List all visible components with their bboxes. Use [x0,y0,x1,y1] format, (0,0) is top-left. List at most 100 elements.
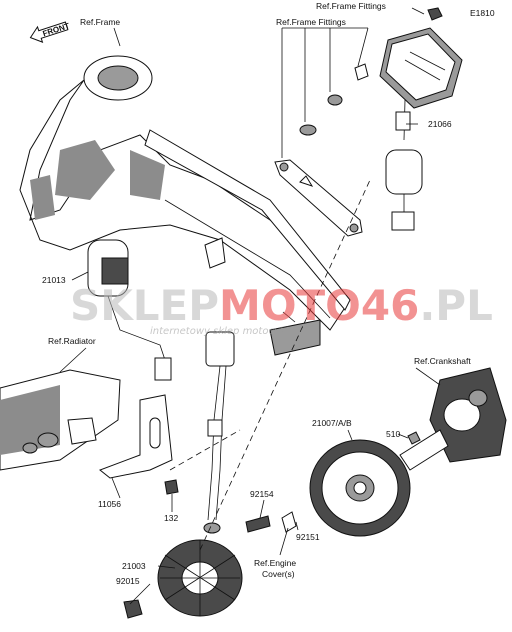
fitting-bracket-tab [299,175,314,187]
leader-ref-crankshaft [415,367,441,386]
label-ref-radiator: Ref.Radiator [48,336,96,346]
crank-journal [443,398,481,432]
frame-bolt-line [282,311,296,323]
frame-lower-bracket [269,319,321,356]
radiator [0,369,179,495]
stator-21003 [123,511,297,619]
leader-92154 [259,499,265,519]
label-92151: 92151 [296,532,320,542]
frame-shade-1 [55,140,115,200]
frame-assembly [19,55,351,356]
frame-head-pipe-bore [97,65,139,91]
front-label: FRONT [42,21,71,38]
fitting-bracket-hole-2 [349,223,359,233]
leader-510 [397,433,409,439]
fitting-grommet-2 [299,124,317,136]
module-21013 [87,239,172,381]
crank-pin [468,389,488,407]
frame-shade-2 [130,150,165,200]
bolt-132 [164,479,179,495]
label-11056: 11056 [98,499,121,509]
stator-poles [160,540,240,616]
diagram-code: E1810 [470,8,495,18]
rotor-21007 [309,439,411,537]
front-arrow: FRONT [29,21,71,43]
leader-92151 [295,521,299,531]
harness-wire-a [207,365,221,521]
leader-lines [59,7,441,605]
harness-wire-b [215,365,227,521]
label-ref-frame-fittings-top: Ref.Frame Fittings [316,1,386,11]
radiator-port-1 [37,432,59,448]
label-92015: 92015 [116,576,140,586]
callout-labels: E1810 Ref.Frame Ref.Frame Fittings Ref.F… [42,1,495,586]
leader-top-fittings [411,7,425,15]
label-21013: 21013 [42,275,66,285]
radiator-hose [67,417,97,445]
label-ref-frame-fittings: Ref.Frame Fittings [276,17,346,27]
regulator-assembly [379,7,463,231]
watermark-brand-d: .PL [419,281,493,330]
module-cap [101,257,129,285]
pickup-harness [203,331,235,534]
label-21003: 21003 [122,561,146,571]
dashed-align-1 [199,179,371,551]
watermark-brand-b: MOTO [219,281,361,330]
regulator-face [385,33,456,101]
bolt-92154 [245,515,271,533]
watermark-brand-a: SKLEP [70,281,219,330]
leader-21013 [71,271,89,281]
regulator-fins [404,51,446,81]
leader-21007 [347,429,353,441]
leader-11056 [111,477,121,499]
label-ref-engine-cover-line1: Ref.Engine [254,558,296,568]
label-ref-frame: Ref.Frame [80,17,120,27]
frame-lower-edge [164,199,331,319]
label-510: 510 [386,429,400,439]
label-92154: 92154 [250,489,274,499]
leader-frame-fittings [281,27,369,158]
harness-connector [205,331,235,367]
crank-shaft-taper [399,429,449,471]
module-wire [107,295,166,361]
regulator-plug [391,211,415,231]
harness-grommet [207,419,223,437]
nut-92015 [123,599,143,619]
frame-tab [204,237,226,269]
fitting-grommet-1 [327,94,343,106]
label-132: 132 [164,513,178,523]
module-plug [154,357,172,381]
harness-entry [203,522,221,534]
watermark: SKLEPMOTO46.PL internetowy sklep motocyk… [70,281,493,337]
leader-engine-cover [279,527,289,556]
leader-ref-frame [113,27,121,47]
frame-fittings [274,63,369,237]
label-ref-engine-cover-line2: Cover(s) [262,569,295,579]
watermark-brand-c: 46 [361,281,419,330]
label-21007: 21007/A/B [312,418,352,428]
fitting-bracket [274,159,363,237]
crankshaft [399,367,507,471]
dashed-align-2 [169,429,241,471]
label-ref-crankshaft: Ref.Crankshaft [414,356,471,366]
bracket-slot [149,417,161,449]
bracket-11056 [99,394,173,479]
regulator-sleeve [395,111,411,131]
leader-92015 [129,583,151,605]
fitting-bracket-hole-1 [279,162,289,172]
watermark-subtitle: internetowy sklep motocyklowy [150,326,310,337]
fitting-bolt [354,63,369,81]
regulator-connector [385,149,423,195]
frame-shade-3 [30,175,55,220]
regulator-nut [427,7,443,21]
leader-21003 [157,565,176,569]
rotor-bore [353,481,367,495]
clamp-92151 [281,511,297,533]
svg-text:SKLEPMOTO46.PL: SKLEPMOTO46.PL [70,281,493,330]
radiator-port-2 [22,442,38,454]
leader-ref-radiator [59,347,87,373]
label-21066: 21066 [428,119,452,129]
woodruff-key-510 [407,431,421,445]
frame-main-spar [144,129,351,311]
